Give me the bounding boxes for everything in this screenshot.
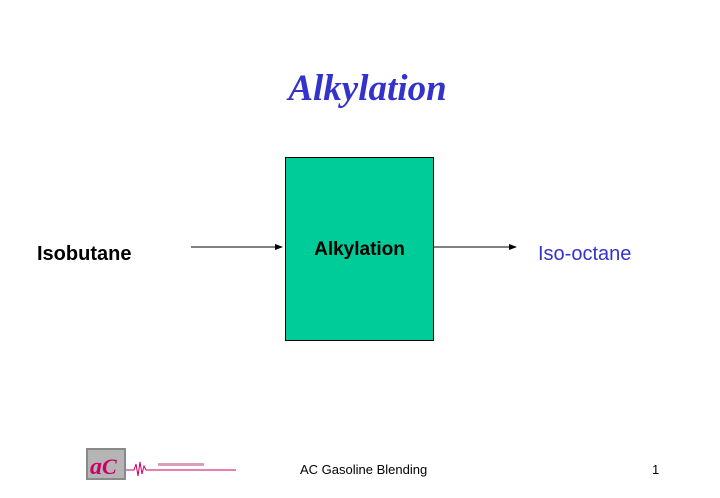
svg-text:a: a xyxy=(90,454,102,480)
ac-logo: a C xyxy=(86,448,236,480)
process-label: Alkylation xyxy=(314,239,405,260)
svg-text:C: C xyxy=(102,454,117,479)
process-box: Alkylation xyxy=(285,157,434,341)
input-label: Isobutane xyxy=(37,243,132,265)
footer-text: AC Gasoline Blending xyxy=(300,462,428,477)
slide-title: Alkylation xyxy=(288,68,447,109)
output-label: Iso-octane xyxy=(538,243,632,265)
page-number: 1 xyxy=(652,462,660,477)
